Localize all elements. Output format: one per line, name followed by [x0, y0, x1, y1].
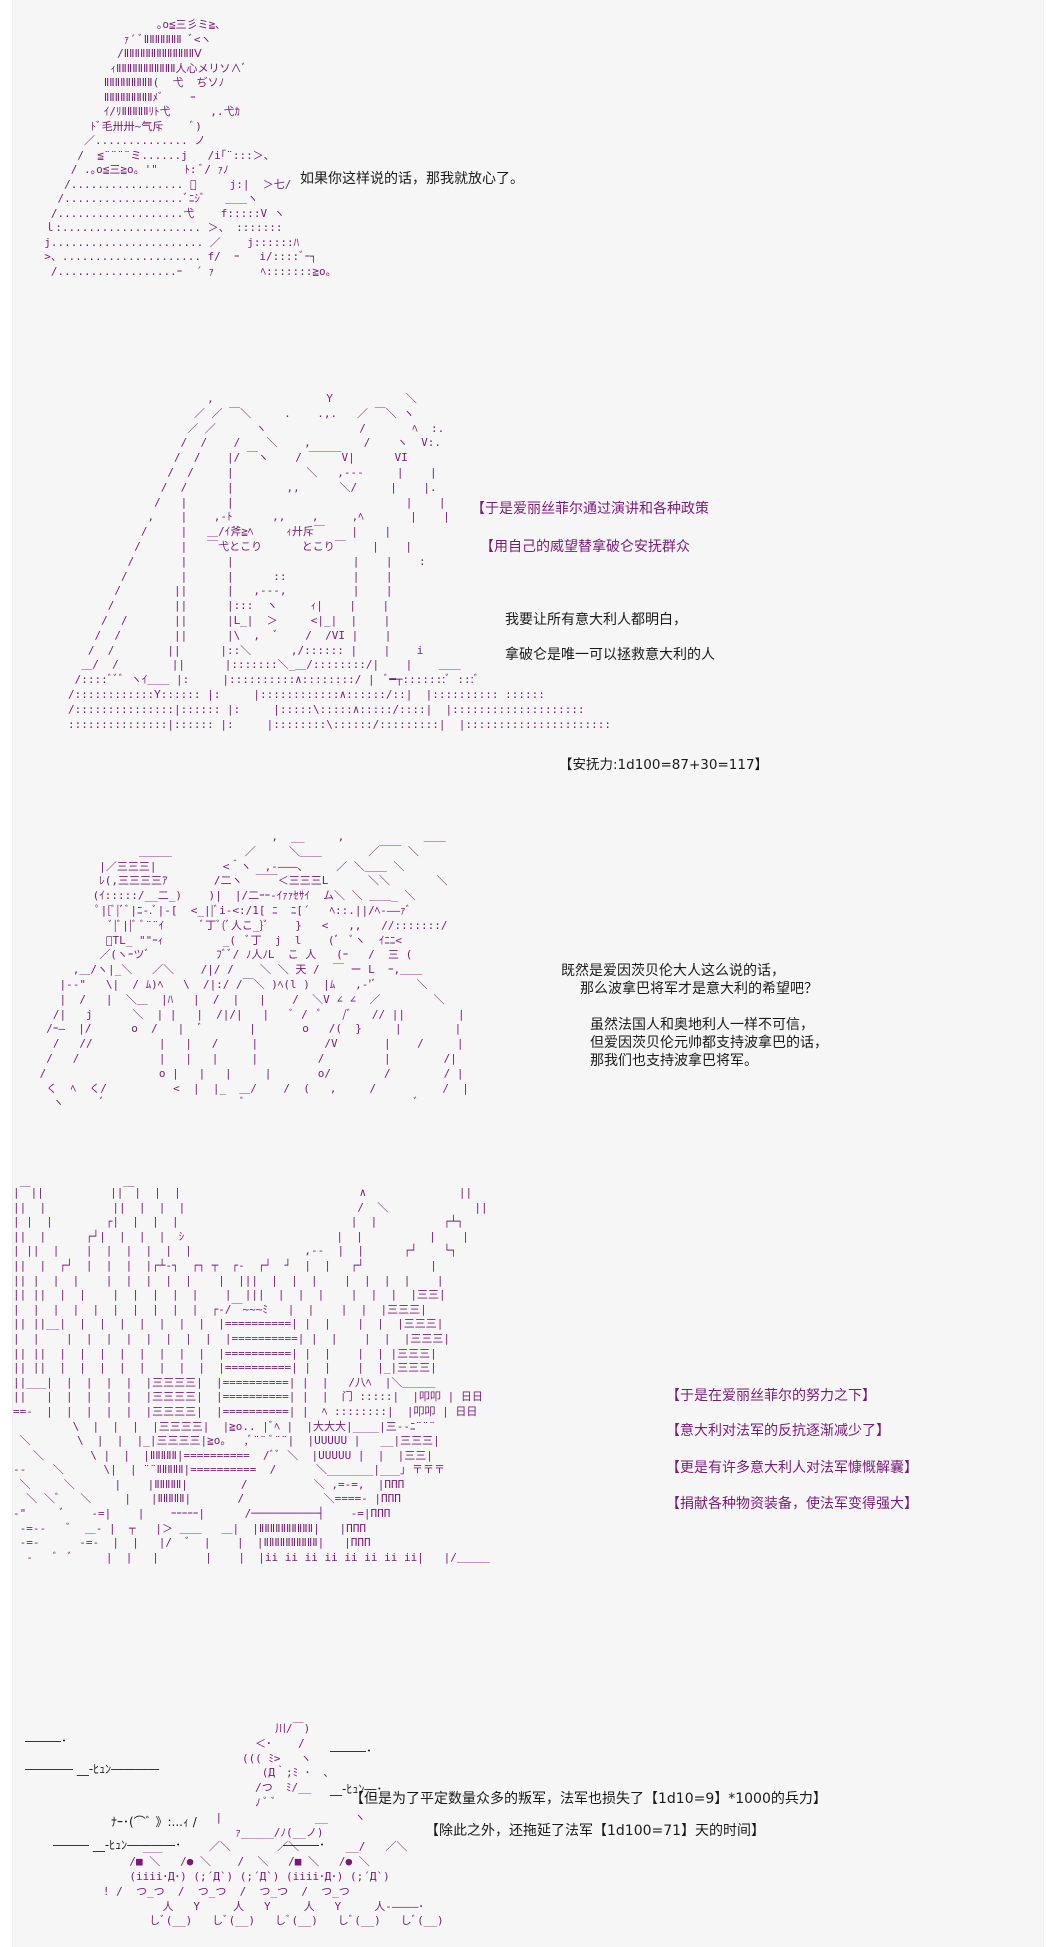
dialogue-line: 拿破仑是唯一可以拯救意大利的人 [505, 647, 715, 663]
sfx-line: ﾅｰ･(⌒ﾞ 》:...ｨ / [111, 1815, 197, 1829]
narration-line: 【用自己的威望替拿破仑安抚群众 [480, 539, 690, 555]
narration-line: 【于是在爱丽丝菲尔的努力之下】 [666, 1388, 876, 1404]
dice-roll-line: 【安抚力:1d100=87+30=117】 [559, 757, 769, 773]
ascii-art-soldiers: 川/￣) ＜･ / ((( ﾐ> ヽ (Д｀;ﾐ ･ ､ /つ ﾐ/__ ﾉ ﾞ… [102, 1722, 444, 1928]
ascii-art-cityscape: |￣|| ||￣| | | ∧ || || | || | | | / ＼ || … [13, 1186, 490, 1564]
sfx-line: ―――･ [330, 1744, 373, 1758]
sfx-line: __-ﾋｭﾝ―･ [330, 1782, 383, 1796]
narration-line: 【于是爱丽丝菲尔通过演讲和各种政策 [471, 501, 709, 517]
dialogue-line: 那么波拿巴将军才是意大利的希望吧？ [580, 981, 818, 997]
page-canvas: ｡o≦三彡ミ≧､ ｧ´ ﾞⅡⅡⅡⅡⅡⅡⅡ ﾞ<ヽ /ⅡⅡⅡⅡⅡⅡⅡⅡⅡⅡⅡⅡⅡⅤ… [12, 0, 1044, 1947]
narration-line: 【更是有许多意大利人对法军慷慨解囊】 [666, 1460, 918, 1476]
sfx-line: ――― __-ﾋｭﾝ――――･ [53, 1838, 182, 1852]
narration-line: 【捐献各种物资装备，使法军变得强大】 [666, 1496, 918, 1512]
dialogue-line: 如果你这样说的话，那我就放心了。 [300, 171, 524, 187]
ascii-art-character-1: ｡o≦三彡ミ≧､ ｧ´ ﾞⅡⅡⅡⅡⅡⅡⅡ ﾞ<ヽ /ⅡⅡⅡⅡⅡⅡⅡⅡⅡⅡⅡⅡⅡⅤ… [44, 18, 332, 278]
sfx-line: ―――･ [25, 1734, 68, 1748]
ascii-art-crowd: , __ , ＿＿ ＿＿＿ ／ ＼＿＿ ／￣￣ ＼ |／三三三| <＾ヽ ,-―… [39, 830, 469, 1110]
dialogue-line: 但爱因茨贝伦元帅都支持波拿巴的话， [590, 1035, 828, 1051]
dialogue-line: 我要让所有意大利人都明白， [505, 612, 687, 628]
dialogue-line: 虽然法国人和奥地利人一样不可信， [590, 1017, 814, 1033]
ascii-art-character-2: , Y ＼ ／ ／ ￣＼ . .,. ／ ￣＼ ヽ ／ ／ ヽ / ﾍ :. /… [68, 392, 612, 731]
narration-line: 【意大利对法军的反抗逐渐减少了】 [666, 1423, 890, 1439]
dialogue-line: 那我们也支持波拿巴将军。 [590, 1053, 758, 1069]
dice-roll-line: 【但是为了平定数量众多的叛军，法军也损失了【1d10=9】*1000的兵力】 [350, 1791, 827, 1807]
sfx-line: ―――― __-ﾋｭﾝ―――― [25, 1762, 160, 1776]
sfx-line: ―――･ [283, 1838, 326, 1852]
dice-roll-line: 【除此之外，还拖延了法军【1d100=71】天的时间】 [425, 1823, 766, 1839]
dialogue-line: 既然是爱因茨贝伦大人这么说的话， [561, 963, 785, 979]
